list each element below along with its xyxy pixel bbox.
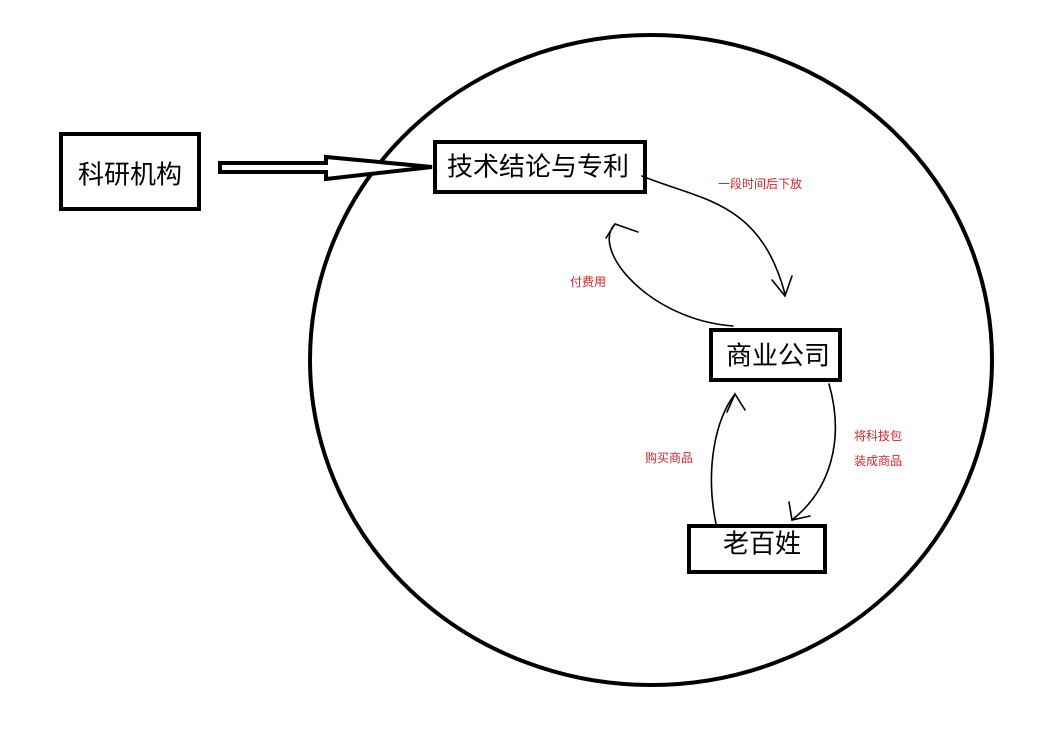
node-research-institute: 科研机构 [59,132,201,211]
node-technology-patents-label: 技术结论与专利 [447,153,629,183]
node-common-people-label: 老百姓 [723,530,801,560]
hollow-arrow [218,154,433,182]
ecosystem-circle [308,33,994,687]
annotation-buy-products: 购买商品 [645,450,693,465]
annotation-pay-fees: 付费用 [570,275,606,289]
annotation-release-after-time: 一段时间后下放 [718,176,802,191]
node-technology-patents: 技术结论与专利 [433,140,647,194]
arrow-company-to-people [788,383,837,521]
node-commercial-company: 商业公司 [709,328,842,382]
annotation-package-tech-line2: 装成商品 [854,453,902,468]
annotation-package-tech-line1: 将科技包 [854,429,902,443]
arrow-company-to-tech [605,223,734,327]
arrow-people-to-company [710,392,746,525]
arrow-tech-to-company [641,175,793,298]
node-common-people: 老百姓 [687,524,827,574]
node-research-institute-label: 科研机构 [78,161,182,191]
node-commercial-company-label: 商业公司 [726,342,830,372]
